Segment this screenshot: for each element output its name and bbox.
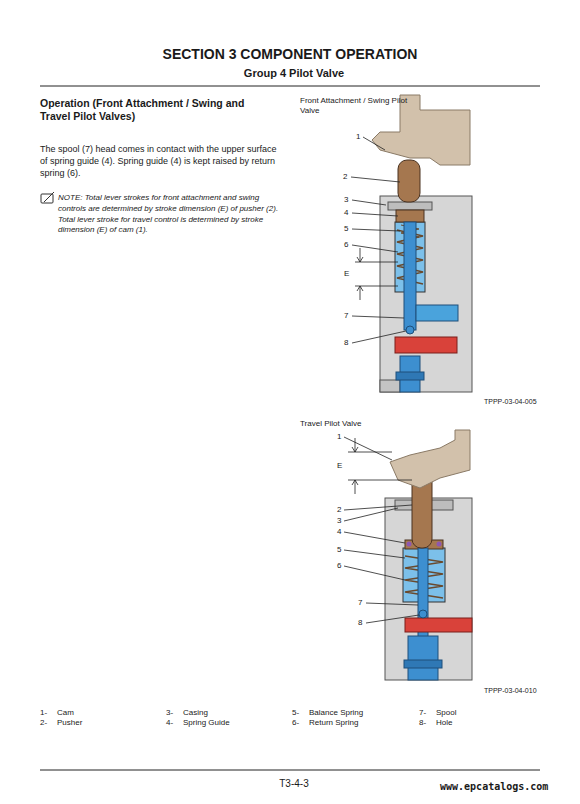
part-name: Spool: [436, 708, 456, 718]
part-number: 3-: [166, 708, 173, 718]
paragraph-heading: Operation (Front Attachment / Swing and …: [40, 97, 275, 123]
section-heading: Group 4 Pilot Valve: [4, 67, 580, 81]
rule: [40, 86, 540, 87]
callout-number: 4: [343, 208, 349, 218]
callout-number: 2: [336, 505, 342, 515]
front-swing-valve-section: [355, 95, 472, 392]
callout-number: 1: [336, 432, 342, 442]
part-number: 1-: [40, 708, 47, 718]
callout-number: 6: [343, 240, 349, 250]
part-number: 4-: [166, 718, 173, 728]
figure-code: TPPP-03-04-010: [484, 687, 537, 696]
watermark: www.epcatalogs.com: [440, 781, 548, 794]
callout-number: 1: [355, 132, 361, 142]
figure-code: TPPP-03-04-005: [484, 398, 537, 407]
leader-lines: [344, 437, 419, 623]
note-text: NOTE: Total lever strokes for front atta…: [58, 193, 286, 236]
callout-number: 7: [343, 311, 349, 321]
callout-number: 8: [357, 618, 363, 628]
travel-valve-section: [348, 430, 472, 680]
leader-lines: [351, 137, 406, 343]
dimension-label: E: [336, 461, 343, 471]
part-number: 6-: [292, 718, 299, 728]
callout-number: 5: [343, 224, 349, 234]
callout-number: 4: [336, 527, 342, 537]
figure-title: Front Attachment / Swing Pilot Valve: [300, 96, 420, 116]
figure-title: Travel Pilot Valve: [300, 419, 420, 429]
callout-number: 5: [336, 545, 342, 555]
part-name: Cam: [57, 708, 74, 718]
callout-number: 3: [343, 195, 349, 205]
part-number: 8-: [419, 718, 426, 728]
part-name: Casing: [183, 708, 208, 718]
part-number: 7-: [419, 708, 426, 718]
part-name: Pusher: [57, 718, 82, 728]
callout-number: 7: [357, 598, 363, 608]
part-name: Hole: [436, 718, 452, 728]
page-title: SECTION 3 COMPONENT OPERATION: [0, 46, 580, 64]
dimension-label: E: [343, 269, 350, 279]
callout-number: 6: [336, 561, 342, 571]
rule: [40, 770, 540, 771]
callout-number: 3: [336, 516, 342, 526]
part-name: Spring Guide: [183, 718, 230, 728]
part-name: Balance Spring: [309, 708, 363, 718]
note-icon: [41, 192, 54, 203]
callout-number: 2: [342, 172, 348, 182]
part-number: 2-: [40, 718, 47, 728]
body-text: The spool (7) head comes in contact with…: [40, 143, 282, 179]
part-name: Return Spring: [309, 718, 358, 728]
callout-number: 8: [343, 338, 349, 348]
part-number: 5-: [292, 708, 299, 718]
